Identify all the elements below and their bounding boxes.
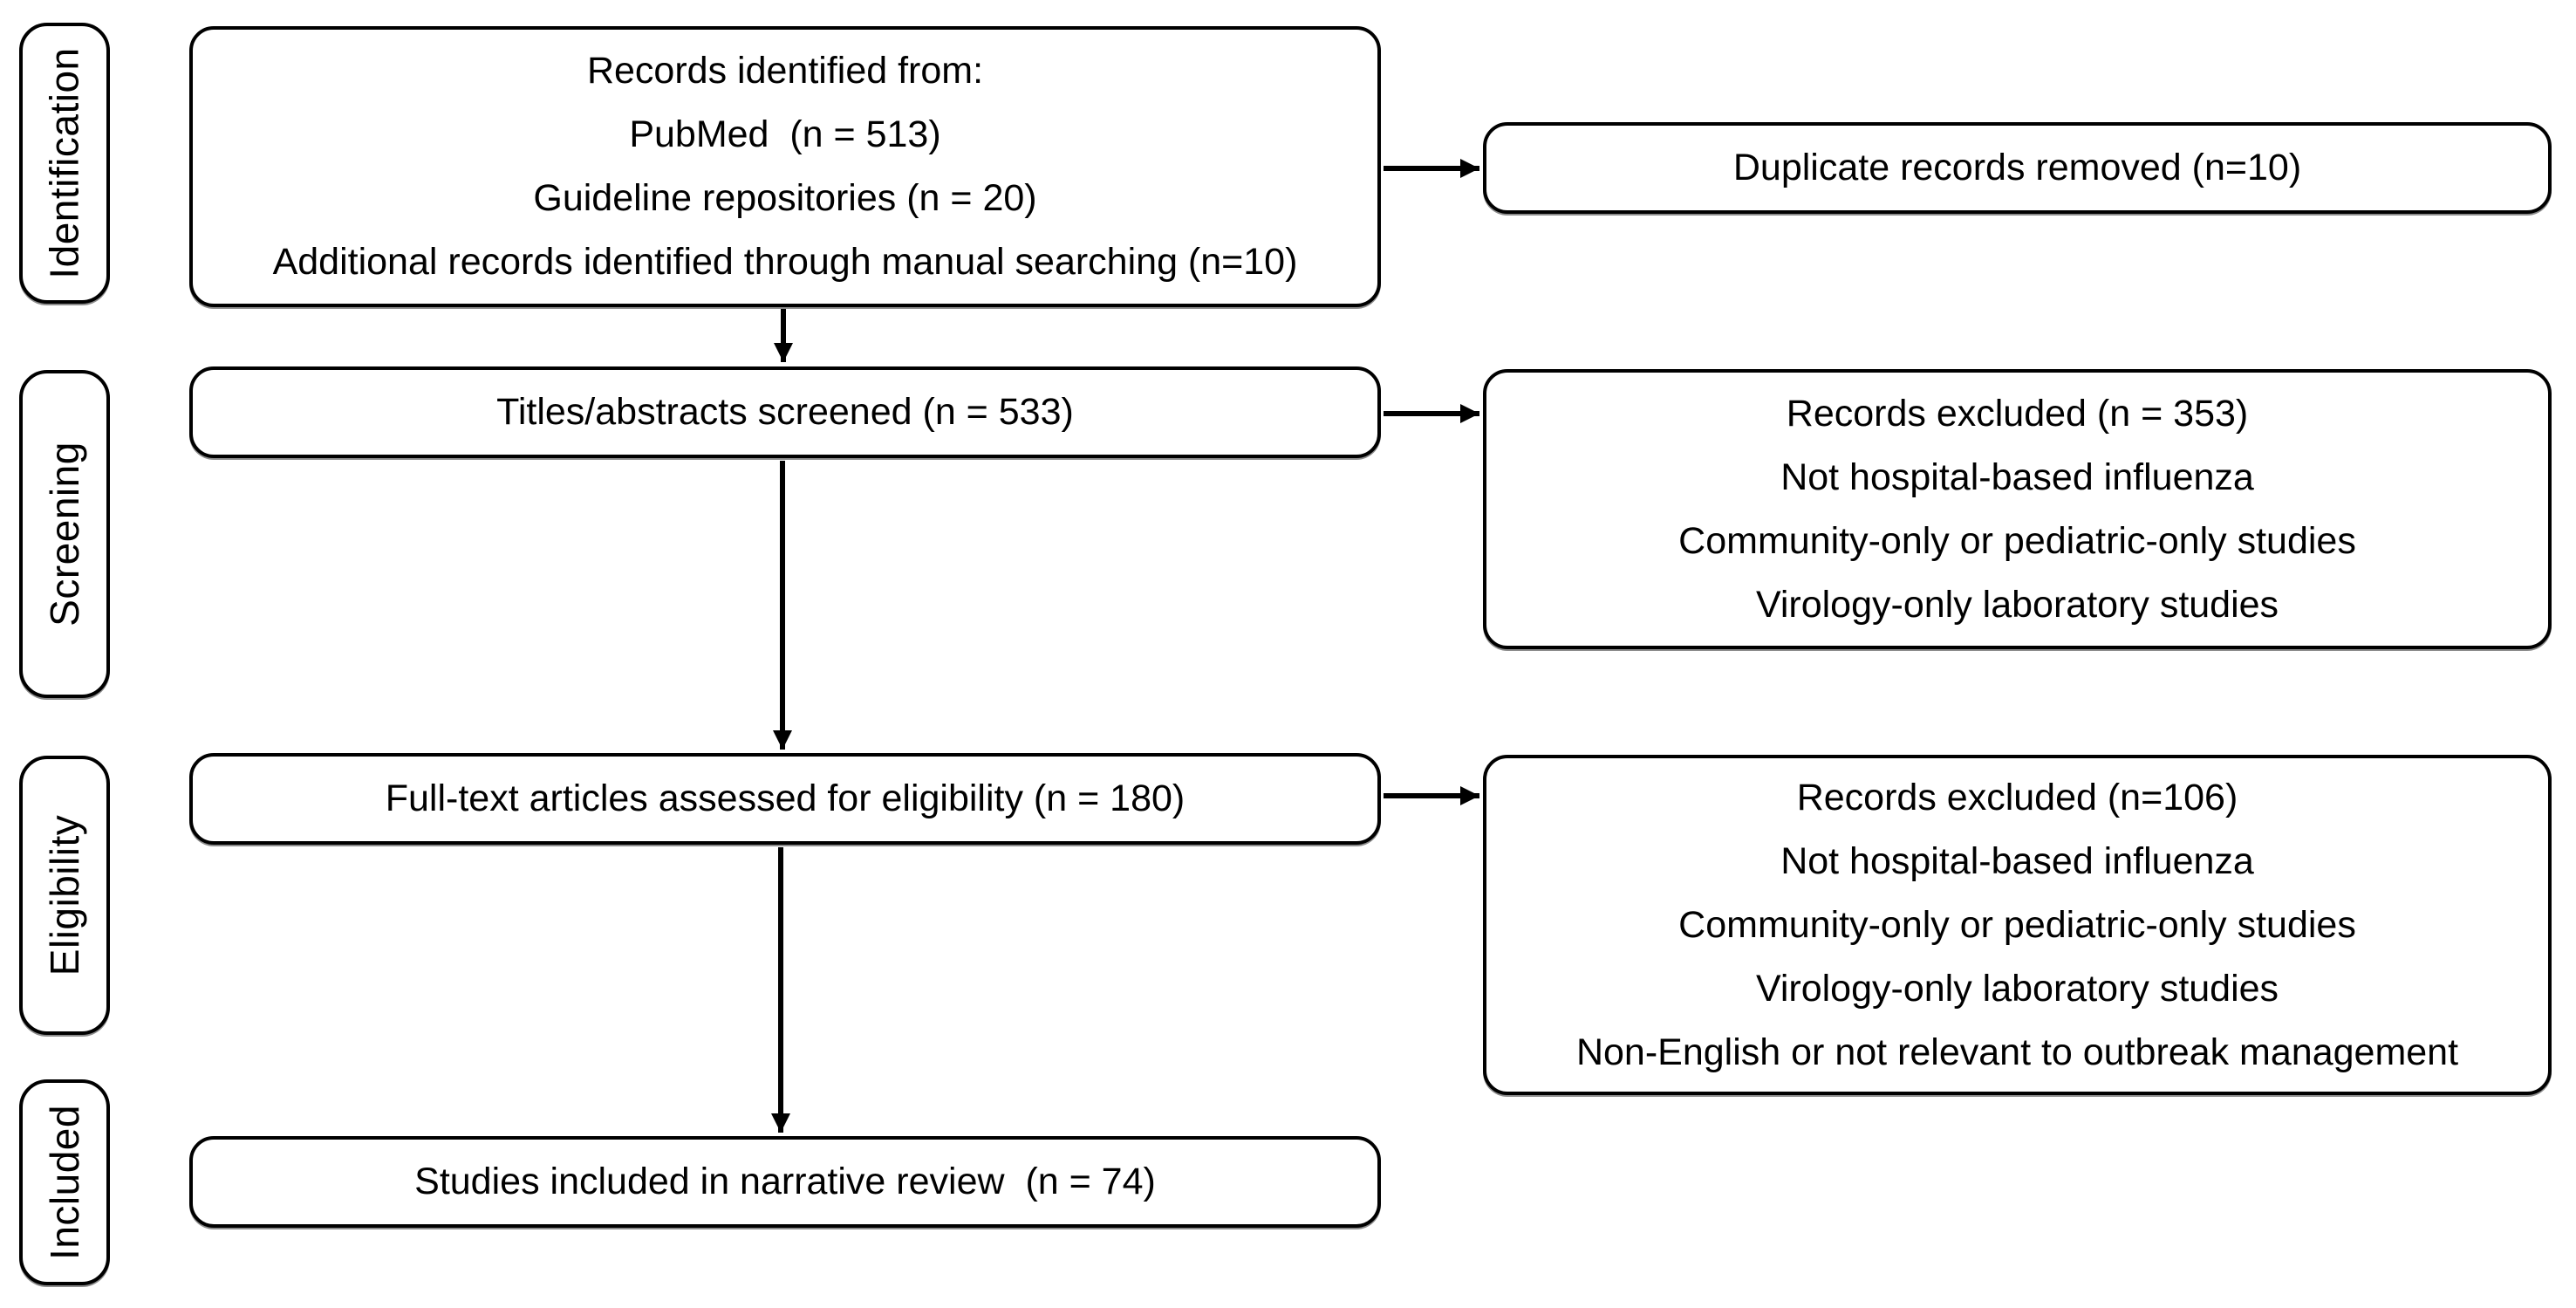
stage-identification-label: Identification	[42, 47, 87, 279]
studies-included-text: Studies included in narrative review (n …	[414, 1161, 1156, 1202]
duplicates-removed-box: Duplicate records removed (n=10)	[1483, 122, 2552, 214]
fulltext-assessed-box: Full-text articles assessed for eligibil…	[189, 753, 1381, 845]
duplicates-removed-text: Duplicate records removed (n=10)	[1732, 147, 2302, 188]
stage-identification: Identification	[19, 23, 110, 304]
eligibility-excluded-reason-4: Non-English or not relevant to outbreak …	[1575, 1031, 2459, 1073]
stage-included-label: Included	[42, 1105, 88, 1260]
screening-excluded-reason-3: Virology-only laboratory studies	[1755, 583, 2279, 626]
studies-included-box: Studies included in narrative review (n …	[189, 1136, 1381, 1228]
fulltext-assessed-text: Full-text articles assessed for eligibil…	[385, 777, 1186, 819]
screening-excluded-box: Records excluded (n = 353) Not hospital-…	[1483, 369, 2552, 649]
screening-excluded-reason-1: Not hospital-based influenza	[1780, 455, 2254, 498]
eligibility-excluded-reason-2: Community-only or pediatric-only studies	[1678, 903, 2356, 946]
titles-abstracts-screened-box: Titles/abstracts screened (n = 533)	[189, 366, 1381, 458]
stage-included: Included	[19, 1079, 110, 1285]
screening-excluded-count: Records excluded (n = 353)	[1786, 392, 2249, 435]
stage-eligibility: Eligibility	[19, 756, 110, 1035]
records-identified-manual: Additional records identified through ma…	[272, 241, 1298, 283]
eligibility-excluded-count: Records excluded (n=106)	[1796, 776, 2238, 818]
screening-excluded-reason-2: Community-only or pediatric-only studies	[1678, 519, 2356, 562]
stage-screening-label: Screening	[42, 442, 88, 627]
records-identified-guidelines: Guideline repositories (n = 20)	[533, 177, 1037, 219]
records-identified-box: Records identified from: PubMed (n = 513…	[189, 26, 1381, 307]
records-identified-title: Records identified from:	[586, 50, 984, 92]
records-identified-pubmed: PubMed (n = 513)	[629, 113, 941, 155]
titles-abstracts-screened-text: Titles/abstracts screened (n = 533)	[496, 391, 1074, 433]
stage-eligibility-label: Eligibility	[42, 814, 88, 976]
stage-screening: Screening	[19, 370, 110, 698]
eligibility-excluded-reason-1: Not hospital-based influenza	[1780, 839, 2254, 882]
eligibility-excluded-box: Records excluded (n=106) Not hospital-ba…	[1483, 755, 2552, 1095]
eligibility-excluded-reason-3: Virology-only laboratory studies	[1755, 967, 2279, 1010]
